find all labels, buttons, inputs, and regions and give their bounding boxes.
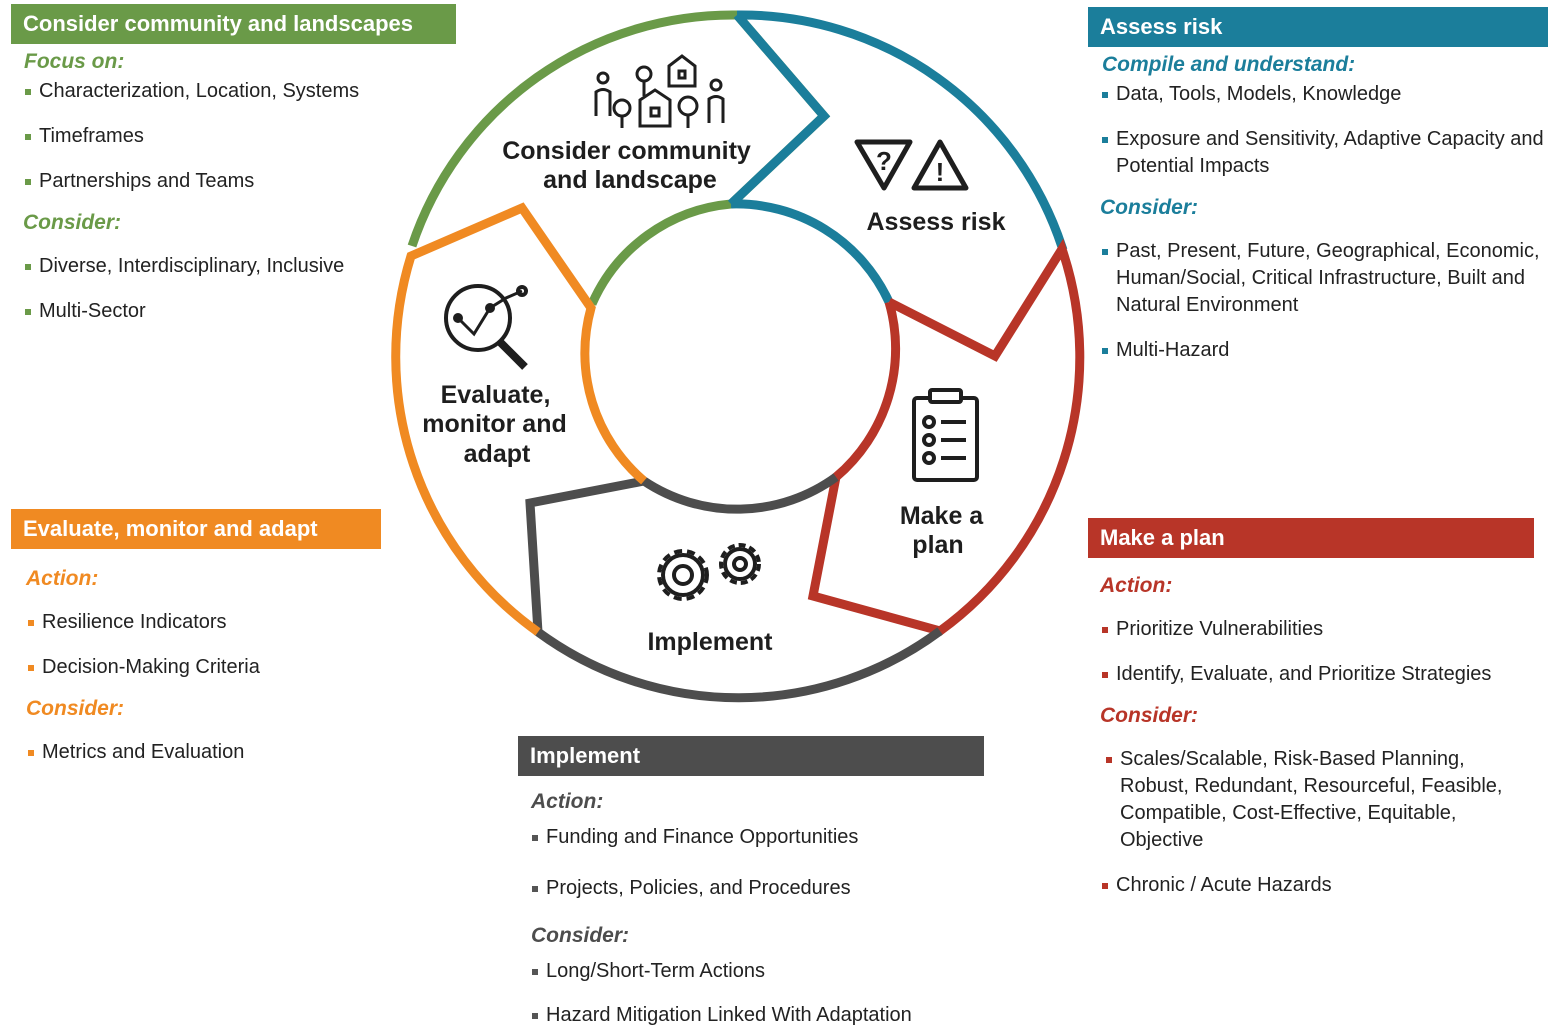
cycle-segment-implement: [525, 473, 943, 703]
panel-implement: Implement Action: Funding and Finance Op…: [518, 736, 984, 1029]
panel-evaluate-title: Evaluate, monitor and adapt: [11, 509, 381, 549]
panel-community-focus-item: Characterization, Location, Systems: [23, 78, 456, 105]
panel-community-focus-item: Timeframes: [23, 123, 456, 150]
panel-implement-action-item: Projects, Policies, and Procedures: [530, 875, 984, 902]
panel-implement-action-item: Funding and Finance Opportunities: [530, 824, 984, 851]
panel-plan: Make a plan Action: Prioritize Vulnerabi…: [1088, 518, 1534, 899]
svg-text:!: !: [936, 157, 945, 187]
panel-evaluate-action-item: Resilience Indicators: [26, 609, 381, 636]
panel-community-consider-item: Diverse, Interdisciplinary, Inclusive: [23, 253, 456, 280]
cycle-label-plan-line1: Make a: [900, 502, 984, 530]
panel-assess: Assess risk Compile and understand: Data…: [1088, 7, 1548, 364]
cycle-segment-plan: [807, 238, 1085, 636]
panel-community-focus-heading: Focus on:: [24, 50, 125, 73]
panel-evaluate: Evaluate, monitor and adapt Action: Resi…: [11, 509, 381, 766]
cycle-segment-community: [407, 10, 831, 306]
panel-community-consider-item: Multi-Sector: [23, 298, 456, 325]
panel-community: Consider community and landscapes Focus …: [11, 4, 456, 325]
panel-evaluate-action-item: Decision-Making Criteria: [26, 654, 381, 681]
panel-plan-consider-item: Scales/Scalable, Risk-Based Planning, Ro…: [1104, 746, 1524, 854]
cycle-segment-evaluate: [391, 202, 647, 636]
cycle-label-assess: Assess risk: [866, 208, 1005, 236]
panel-implement-consider-item: Hazard Mitigation Linked With Adaptation: [530, 1002, 984, 1029]
panel-assess-compile-heading: Compile and understand:: [1102, 53, 1356, 76]
panel-plan-action-item: Prioritize Vulnerabilities: [1100, 616, 1534, 643]
panel-implement-consider-heading: Consider:: [531, 924, 630, 947]
panel-evaluate-action-heading: Action:: [26, 567, 99, 590]
panel-evaluate-consider-item: Metrics and Evaluation: [26, 739, 381, 766]
panel-implement-action-heading: Action:: [531, 790, 604, 813]
cycle-label-implement: Implement: [647, 628, 773, 656]
community-people-houses-trees-icon: [594, 54, 725, 128]
svg-text:Make a plan: Make a plan: [900, 502, 990, 559]
panel-plan-consider-item: Chronic / Acute Hazards: [1100, 872, 1524, 899]
cycle-label-plan-line2: plan: [912, 531, 963, 559]
panel-plan-consider-heading: Consider:: [1100, 704, 1199, 727]
panel-community-title: Consider community and landscapes: [11, 4, 456, 44]
panel-plan-action-item: Identify, Evaluate, and Prioritize Strat…: [1100, 661, 1534, 688]
svg-text:Consider community and lan: Consider community and landscape: [502, 137, 758, 194]
gears-icon: [657, 543, 761, 601]
panel-community-focus-item: Partnerships and Teams: [23, 168, 456, 195]
cycle-label-community-line2: and landscape: [543, 166, 717, 194]
cycle-label-evaluate-line1: Evaluate,: [441, 381, 551, 409]
svg-text:?: ?: [876, 146, 892, 176]
cycle-label-evaluate-line2: monitor and: [422, 410, 566, 438]
panel-evaluate-consider-heading: Consider:: [26, 697, 125, 720]
cycle-label-community-line1: Consider community: [502, 137, 751, 165]
panel-assess-compile-item: Data, Tools, Models, Knowledge: [1100, 81, 1548, 108]
panel-assess-compile-item: Exposure and Sensitivity, Adaptive Capac…: [1100, 126, 1548, 180]
panel-implement-title: Implement: [518, 736, 984, 776]
question-warning-triangles-icon: ? !: [854, 139, 969, 191]
panel-assess-title: Assess risk: [1088, 7, 1548, 47]
panel-plan-action-heading: Action:: [1100, 574, 1173, 597]
panel-plan-title: Make a plan: [1088, 518, 1534, 558]
panel-assess-consider-item: Past, Present, Future, Geographical, Eco…: [1100, 238, 1548, 319]
panel-implement-consider-item: Long/Short-Term Actions: [530, 958, 984, 985]
panel-assess-consider-item: Multi-Hazard: [1100, 337, 1548, 364]
magnifier-chart-icon: [444, 284, 528, 370]
cycle-label-evaluate-line3: adapt: [464, 440, 531, 468]
clipboard-checklist-icon: [912, 388, 979, 482]
panel-community-consider-heading: Consider:: [23, 211, 122, 234]
svg-text:Evaluate, monitor and: Evaluate, monitor and adapt: [422, 381, 573, 468]
panel-assess-consider-heading: Consider:: [1100, 196, 1199, 219]
cycle-segment-assess: [727, 10, 1068, 304]
